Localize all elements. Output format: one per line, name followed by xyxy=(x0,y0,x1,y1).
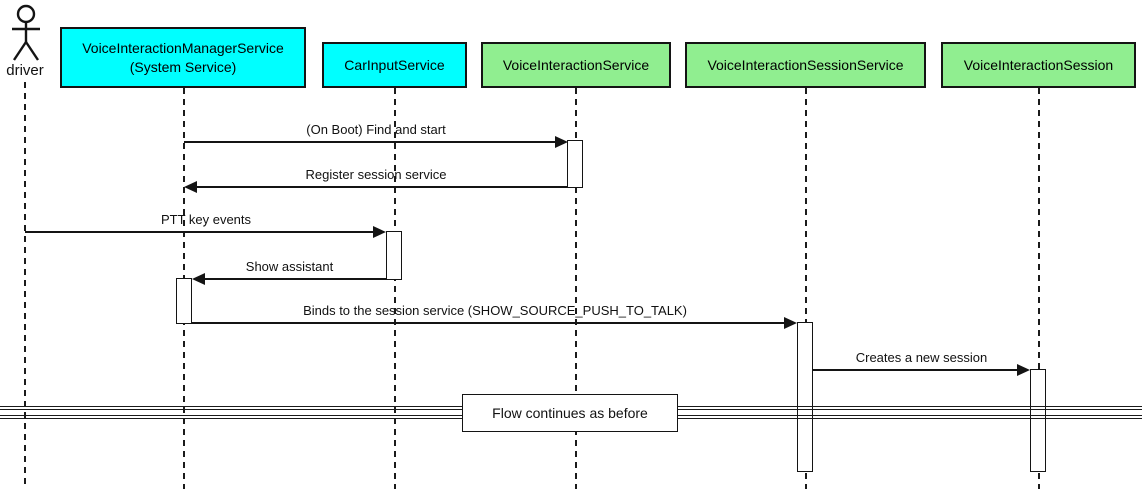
message-arrow-line xyxy=(192,322,785,324)
activation-bar-carinputservice xyxy=(386,231,402,280)
message-arrow-line xyxy=(25,231,374,233)
participant-label: VoiceInteractionManagerService xyxy=(82,39,284,56)
arrowhead-right-icon xyxy=(373,226,386,238)
lifeline-voiceinteractionservice xyxy=(575,88,577,489)
arrowhead-left-icon xyxy=(192,273,205,285)
message-arrow-line xyxy=(813,369,1018,371)
message-label: Creates a new session xyxy=(855,350,988,365)
arrowhead-left-icon xyxy=(184,181,197,193)
activation-bar-voiceinteractionservice xyxy=(567,140,583,188)
participant-label: VoiceInteractionSessionService xyxy=(707,56,904,73)
lifeline-voiceinteractionsession xyxy=(1038,88,1040,489)
arrowhead-right-icon xyxy=(784,317,797,329)
message-label: Register session service xyxy=(305,167,447,182)
actor-label: driver xyxy=(6,62,44,79)
activation-bar-voiceinteractionmanagerservice xyxy=(176,278,192,324)
lifeline-carinputservice xyxy=(394,88,396,489)
participant-label: VoiceInteractionService xyxy=(502,56,650,73)
participant-label: VoiceInteractionSession xyxy=(963,56,1114,73)
arrowhead-right-icon xyxy=(1017,364,1030,376)
message-arrow-line xyxy=(184,141,556,143)
divider-label: Flow continues as before xyxy=(492,405,648,421)
message-arrow-line xyxy=(196,186,568,188)
message-label: Binds to the session service (SHOW_SOURC… xyxy=(303,303,687,318)
participant-voiceinteractionsessionservice: VoiceInteractionSessionService xyxy=(685,42,926,88)
activation-bar-voiceinteractionsession xyxy=(1030,369,1046,472)
participant-label: CarInputService xyxy=(344,56,445,73)
lifeline-voiceinteractionsessionservice xyxy=(805,88,807,489)
participant-carinputservice: CarInputService xyxy=(322,42,467,88)
message-label: Show assistant xyxy=(245,259,334,274)
participant-sublabel: (System Service) xyxy=(129,58,237,75)
divider-label-box: Flow continues as before xyxy=(462,394,678,432)
participant-voiceinteractionservice: VoiceInteractionService xyxy=(481,42,671,88)
message-label: (On Boot) Find and start xyxy=(306,122,446,137)
arrowhead-right-icon xyxy=(555,136,568,148)
message-label: PTT key events xyxy=(160,212,252,227)
activation-bar-voiceinteractionsessionservice xyxy=(797,322,813,472)
message-arrow-line xyxy=(204,278,387,280)
actor-stick-figure-icon xyxy=(7,4,45,67)
lifeline-driver xyxy=(24,82,26,489)
participant-voiceinteractionsession: VoiceInteractionSession xyxy=(941,42,1136,88)
participant-voiceinteractionmanagerservice: VoiceInteractionManagerService (System S… xyxy=(60,27,306,88)
